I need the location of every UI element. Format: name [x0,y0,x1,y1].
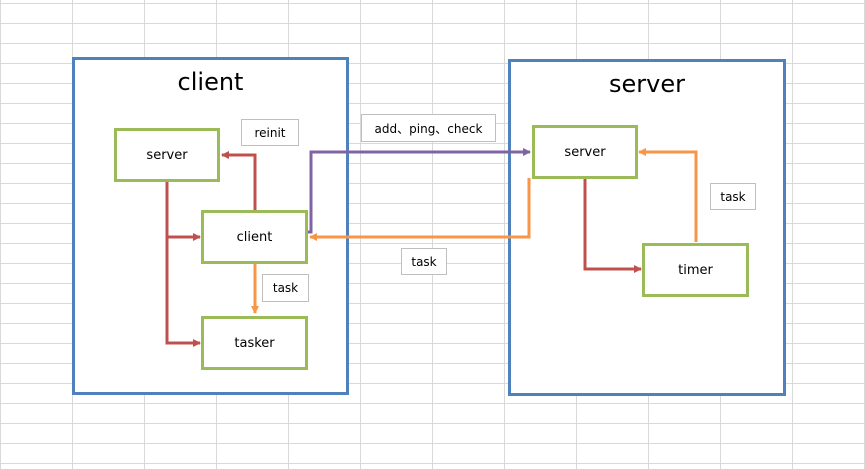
arrow-server-to-timer [583,178,642,273]
arrow-client-server-to-client [165,181,201,241]
client-tasker-node[interactable]: tasker [201,316,308,370]
arrow-client-server-to-tasker [165,237,201,347]
server-server-node[interactable]: server [532,125,638,179]
arrow-reinit [221,151,257,211]
server-container-title: server [609,70,685,98]
response-task-label: task [401,248,447,275]
server-task-label: task [710,183,756,210]
client-task-label: task [262,274,309,302]
request-label: add、ping、check [361,114,496,142]
client-container-title: client [177,68,244,96]
client-client-node[interactable]: client [201,210,308,264]
arrow-response-task [309,178,531,241]
server-container: server [508,59,786,396]
client-server-node[interactable]: server [114,128,220,182]
arrow-request-add-ping-check [308,148,531,234]
server-timer-node[interactable]: timer [642,243,749,297]
reinit-label: reinit [241,119,299,146]
arrow-timer-task-to-server [638,148,698,242]
